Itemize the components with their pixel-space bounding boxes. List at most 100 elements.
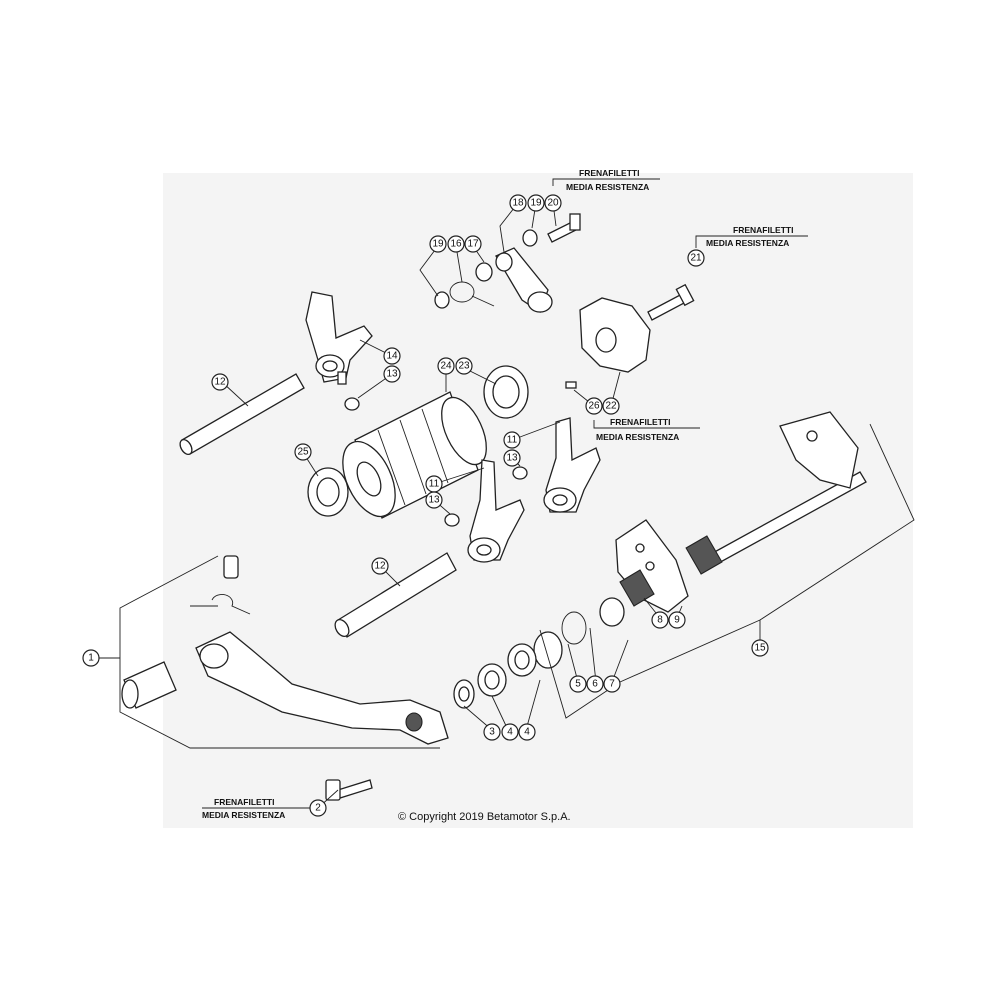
callout-5: 5 (569, 675, 587, 693)
callout-17: 17 (464, 235, 482, 253)
svg-text:13: 13 (506, 453, 518, 464)
callout-18: 18 (509, 194, 527, 212)
svg-text:18: 18 (512, 198, 524, 209)
shift-fork-14 (305, 291, 373, 385)
callout-23: 23 (455, 357, 473, 375)
svg-text:16: 16 (450, 239, 462, 250)
shift-pawl-plate (615, 519, 689, 613)
svg-text:19: 19 (530, 198, 542, 209)
callout-24: 24 (437, 357, 455, 375)
bolt-21 (647, 283, 695, 321)
callout-14: 14 (383, 347, 401, 365)
svg-text:4: 4 (507, 727, 513, 738)
callout-12b: 12 (371, 557, 389, 575)
svg-text:FRENAFILETTI: FRENAFILETTI (733, 225, 793, 235)
shift-fork-11-left (467, 459, 525, 563)
bearing-25 (307, 467, 349, 517)
threadlocker-note-bolt-2: FRENAFILETTI MEDIA RESISTENZA (202, 797, 285, 820)
svg-text:12: 12 (374, 561, 386, 572)
svg-text:1: 1 (88, 653, 94, 664)
callout-12a: 12 (211, 373, 229, 391)
shift-pedal (121, 631, 449, 745)
callout-4b: 4 (518, 723, 536, 741)
bolt-20 (547, 213, 581, 243)
fork-pin-roller-a (344, 397, 360, 411)
svg-text:12: 12 (214, 377, 226, 388)
seal-3 (453, 679, 475, 709)
svg-text:FRENAFILETTI: FRENAFILETTI (610, 417, 670, 427)
svg-text:FRENAFILETTI: FRENAFILETTI (579, 168, 639, 178)
callout-22: 22 (602, 397, 620, 415)
svg-text:5: 5 (575, 679, 581, 690)
svg-text:2: 2 (315, 803, 321, 814)
svg-text:MEDIA RESISTENZA: MEDIA RESISTENZA (706, 238, 789, 248)
callout-15: 15 (751, 639, 769, 657)
gear-shift-shaft (685, 411, 867, 575)
svg-text:3: 3 (489, 727, 495, 738)
fork-pin-roller-b (512, 466, 528, 480)
svg-text:22: 22 (605, 401, 617, 412)
washer-19-upper (522, 229, 538, 247)
selector-star-wheel (579, 297, 651, 373)
threadlocker-note-pin-26: FRENAFILETTI MEDIA RESISTENZA (596, 417, 679, 442)
svg-text:8: 8 (657, 615, 663, 626)
callout-19a: 19 (429, 235, 447, 253)
callout-13a: 13 (383, 365, 401, 383)
svg-text:23: 23 (458, 361, 470, 372)
selector-lever (495, 247, 553, 313)
threadlocker-note-bolt-20: FRENAFILETTI MEDIA RESISTENZA (566, 168, 649, 192)
callout-7: 7 (603, 675, 621, 693)
callout-4a: 4 (501, 723, 519, 741)
shift-drum (342, 391, 487, 519)
callout-8: 8 (651, 611, 669, 629)
callout-6: 6 (586, 675, 604, 693)
svg-text:MEDIA RESISTENZA: MEDIA RESISTENZA (202, 810, 285, 820)
washer-large (533, 631, 563, 669)
callout-11b: 11 (425, 475, 443, 493)
svg-text:MEDIA RESISTENZA: MEDIA RESISTENZA (566, 182, 649, 192)
locating-pin-26 (565, 381, 577, 389)
spring-16 (449, 281, 495, 307)
callout-1: 1 (82, 649, 100, 667)
svg-text:MEDIA RESISTENZA: MEDIA RESISTENZA (596, 432, 679, 442)
callout-3: 3 (483, 723, 501, 741)
svg-text:11: 11 (507, 435, 518, 446)
bushing-4-b (477, 663, 507, 697)
return-spring (619, 569, 655, 607)
callout-19b: 19 (527, 194, 545, 212)
svg-text:21: 21 (690, 253, 702, 264)
callout-16: 16 (447, 235, 465, 253)
svg-text:24: 24 (440, 361, 452, 372)
svg-text:25: 25 (297, 447, 309, 458)
pedal-spring (190, 594, 251, 615)
svg-text:9: 9 (674, 615, 680, 626)
callout-13b: 13 (503, 449, 521, 467)
shift-fork-shaft-lower (334, 552, 457, 638)
svg-text:FRENAFILETTI: FRENAFILETTI (214, 797, 274, 807)
svg-text:13: 13 (386, 369, 398, 380)
callout-13c: 13 (425, 491, 443, 509)
svg-text:13: 13 (428, 495, 440, 506)
copyright-notice: © Copyright 2019 Betamotor S.p.A. (398, 811, 571, 823)
callout-2: 2 (309, 799, 327, 817)
callout-25: 25 (294, 443, 312, 461)
svg-text:4: 4 (524, 727, 530, 738)
bushing-4-a (507, 643, 537, 677)
svg-text:15: 15 (754, 643, 766, 654)
bushing-7 (599, 597, 625, 627)
bearing-23 (483, 365, 529, 419)
threadlocker-note-bolt-21: FRENAFILETTI MEDIA RESISTENZA (706, 225, 793, 248)
svg-text:17: 17 (467, 239, 479, 250)
svg-text:11: 11 (429, 479, 440, 490)
svg-text:14: 14 (386, 351, 398, 362)
washer-19-lower (434, 291, 450, 309)
svg-text:6: 6 (592, 679, 598, 690)
shift-fork-11-right (543, 417, 601, 513)
fork-pin-roller-c (444, 513, 460, 527)
svg-text:20: 20 (547, 198, 559, 209)
pedal-pin (223, 555, 239, 579)
callout-20: 20 (544, 194, 562, 212)
callout-11a: 11 (503, 431, 521, 449)
